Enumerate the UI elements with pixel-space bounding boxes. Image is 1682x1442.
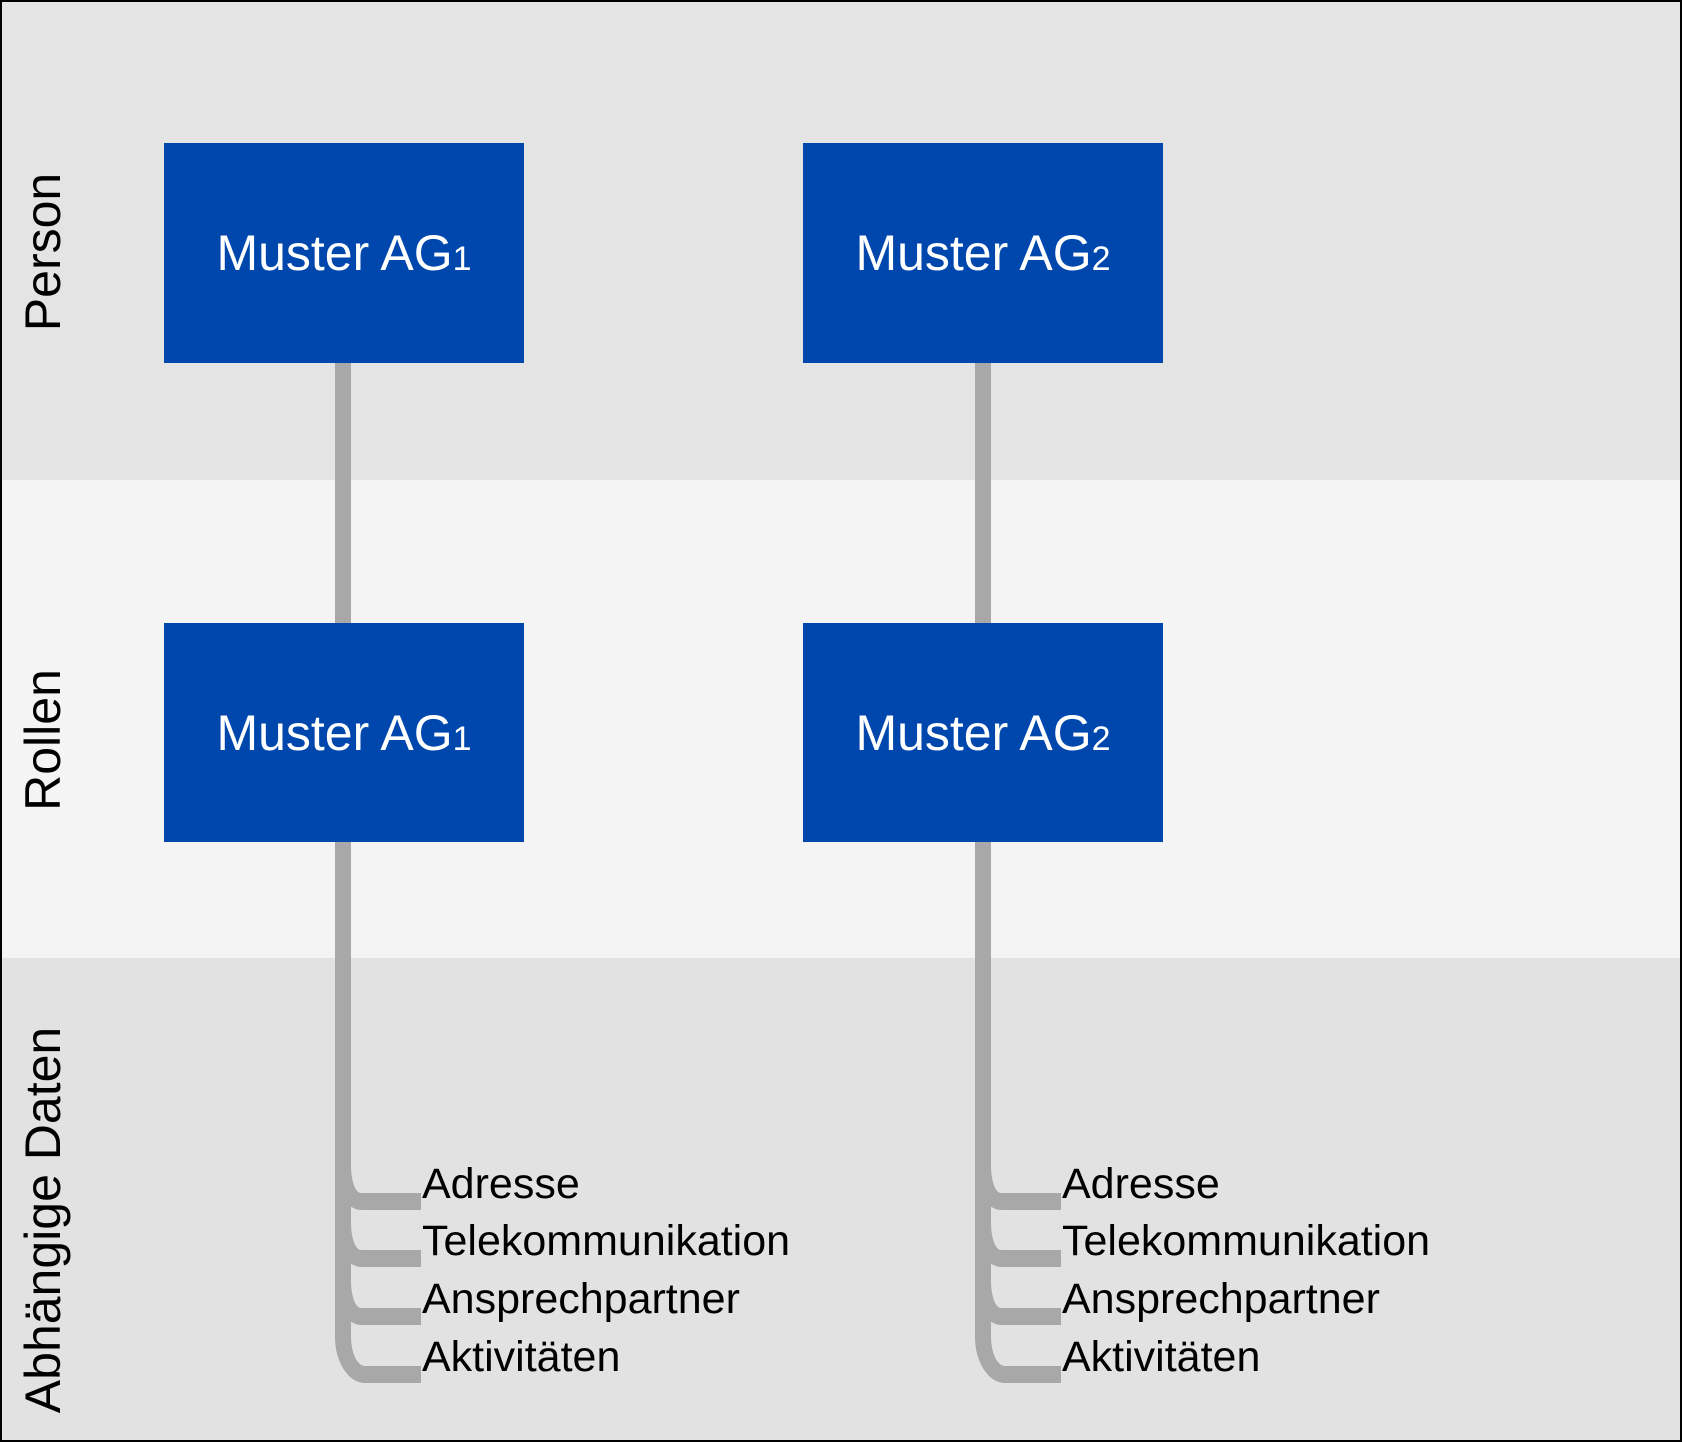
dependent-label-ansprechpartner-2: Ansprechpartner — [1062, 1275, 1380, 1323]
connector-trunk-1 — [335, 363, 421, 1383]
connector-branch-ansprechpartner-1 — [335, 1250, 421, 1325]
connector-branch-ansprechpartner-2 — [975, 1250, 1061, 1325]
dependent-label-aktivitaeten-2: Aktivitäten — [1062, 1333, 1261, 1381]
box-label: Muster AG2 — [855, 225, 1111, 281]
dependent-label-telekommunikation-2: Telekommunikation — [1062, 1217, 1431, 1265]
box-subscript: 1 — [452, 240, 472, 278]
box-subscript: 2 — [1091, 719, 1111, 758]
dependent-label-telekommunikation-1: Telekommunikation — [422, 1217, 791, 1265]
box-label: Muster AG1 — [216, 704, 472, 761]
box-subscript: 1 — [452, 719, 472, 758]
dependent-label-adresse-1: Adresse — [422, 1160, 580, 1208]
box-label: Muster AG1 — [216, 225, 472, 281]
dependent-label-adresse-2: Adresse — [1062, 1160, 1220, 1208]
band-daten — [2, 958, 1680, 1440]
rollen-box-muster-ag1: Muster AG1 — [164, 623, 524, 842]
box-subscript: 2 — [1091, 240, 1111, 278]
rollen-box-muster-ag2: Muster AG2 — [803, 623, 1163, 842]
band-label-rollen: Rollen — [15, 669, 71, 811]
band-label-abhaengige-daten: Abhängige Daten — [15, 1026, 71, 1414]
dependent-label-aktivitaeten-1: Aktivitäten — [422, 1333, 621, 1381]
person-box-muster-ag2: Muster AG2 — [803, 143, 1163, 363]
person-box-muster-ag1: Muster AG1 — [164, 143, 524, 363]
dependent-label-ansprechpartner-1: Ansprechpartner — [422, 1275, 740, 1323]
connector-trunk-2 — [975, 363, 1061, 1383]
band-label-person: Person — [15, 172, 71, 332]
box-label: Muster AG2 — [855, 704, 1111, 761]
